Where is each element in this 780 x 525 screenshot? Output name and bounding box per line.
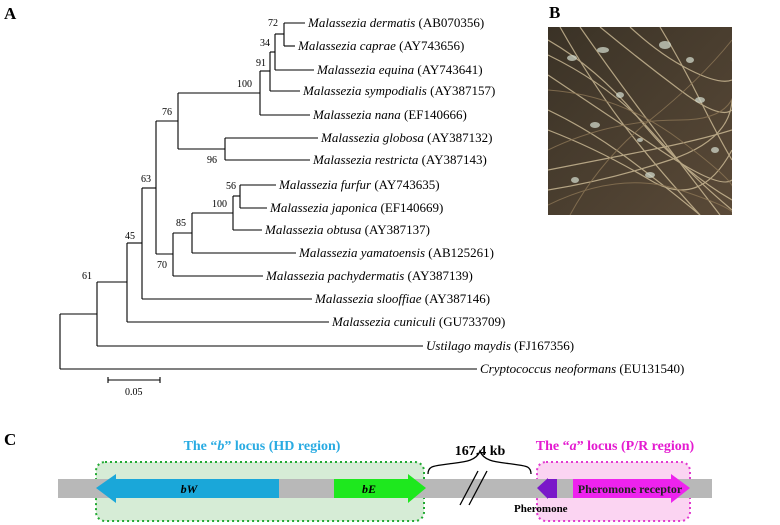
taxon-label: Malassezia obtusa (AY387137) bbox=[264, 222, 430, 237]
taxon-label: Malassezia dermatis (AB070356) bbox=[307, 15, 484, 30]
taxon-label: Malassezia cuniculi (GU733709) bbox=[331, 314, 505, 329]
bootstrap-value: 72 bbox=[268, 18, 278, 29]
bootstrap-value: 85 bbox=[176, 218, 186, 229]
panel-label-b: B bbox=[549, 3, 560, 22]
taxon-label: Malassezia japonica (EF140669) bbox=[269, 200, 443, 215]
distance-label: 167.4 kb bbox=[455, 444, 506, 459]
pheromone-receptor-label: Pheromone receptor bbox=[578, 482, 683, 496]
bootstrap-value: 45 bbox=[125, 231, 135, 242]
mating-type-locus-diagram: bW bE Pheromone receptor Pheromone 167.4… bbox=[58, 439, 712, 522]
pheromone-gene-arrow bbox=[537, 478, 557, 499]
distance-brace bbox=[427, 449, 532, 475]
bootstrap-value: 70 bbox=[157, 260, 167, 271]
taxon-label: Malassezia pachydermatis (AY387139) bbox=[265, 268, 473, 283]
bootstrap-value: 100 bbox=[237, 79, 252, 90]
taxon-label: Malassezia slooffiae (AY387146) bbox=[314, 291, 490, 306]
bootstrap-value: 96 bbox=[207, 155, 217, 166]
bootstrap-value: 63 bbox=[141, 174, 151, 185]
pheromone-label: Pheromone bbox=[514, 503, 568, 515]
taxon-label: Malassezia yamatoensis (AB125261) bbox=[298, 245, 494, 260]
chromosome-break-mark bbox=[459, 470, 488, 506]
taxon-label: Malassezia nana (EF140666) bbox=[312, 107, 467, 122]
scale-bar-label: 0.05 bbox=[125, 387, 143, 398]
b-locus-title: The “b” locus (HD region) bbox=[184, 439, 341, 454]
taxon-label: Malassezia restricta (AY387143) bbox=[312, 152, 487, 167]
taxon-label: Malassezia caprae (AY743656) bbox=[297, 38, 464, 53]
taxon-label: Ustilago maydis (FJ167356) bbox=[426, 338, 574, 353]
bE-label: bE bbox=[362, 482, 376, 496]
taxon-label: Malassezia sympodialis (AY387157) bbox=[302, 83, 495, 98]
phylogenetic-tree: Malassezia dermatis (AB070356) Malassezi… bbox=[59, 15, 684, 398]
microscopy-photo bbox=[548, 27, 732, 215]
bE-gene-arrow bbox=[334, 474, 426, 503]
bootstrap-value: 34 bbox=[260, 38, 270, 49]
bootstrap-value: 100 bbox=[212, 199, 227, 210]
bW-label: bW bbox=[181, 482, 199, 496]
taxon-label: Cryptococcus neoformans (EU131540) bbox=[480, 361, 684, 376]
bW-gene-arrow bbox=[96, 474, 279, 503]
a-locus-title: The “a” locus (P/R region) bbox=[536, 439, 695, 454]
bootstrap-value: 91 bbox=[256, 58, 266, 69]
taxon-label: Malassezia furfur (AY743635) bbox=[278, 177, 440, 192]
scale-bar: 0.05 bbox=[107, 377, 161, 398]
taxon-label: Malassezia globosa (AY387132) bbox=[320, 130, 492, 145]
bootstrap-value: 56 bbox=[226, 181, 236, 192]
bootstrap-value: 76 bbox=[162, 107, 172, 118]
bootstrap-value: 61 bbox=[82, 271, 92, 282]
panel-label-a: A bbox=[4, 4, 17, 23]
taxon-label: Malassezia equina (AY743641) bbox=[316, 62, 483, 77]
panel-label-c: C bbox=[4, 430, 16, 449]
pheromone-receptor-gene-arrow bbox=[573, 474, 690, 503]
